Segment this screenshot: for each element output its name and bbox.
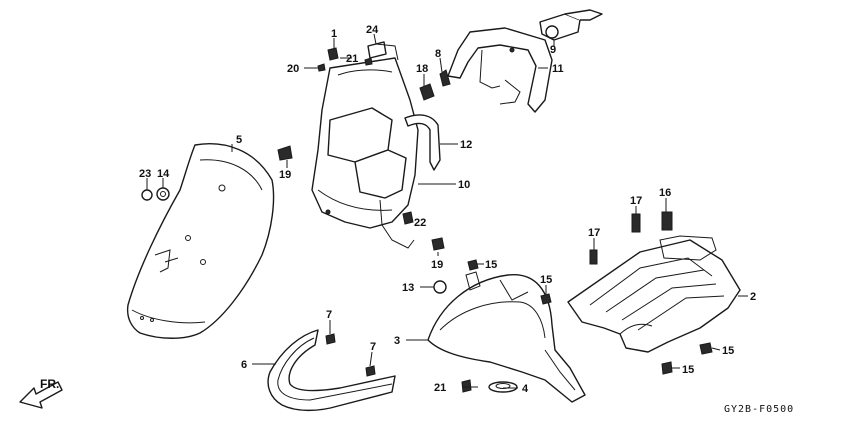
floor-step-panel xyxy=(567,235,741,353)
callout-21-b: 21 xyxy=(434,382,446,394)
lower-cover-strip xyxy=(267,329,396,412)
front-direction-arrow: FR. xyxy=(19,377,63,409)
callout-24: 24 xyxy=(366,24,379,36)
callout-3: 3 xyxy=(394,335,400,347)
front-cover-panel xyxy=(126,143,275,339)
callout-15-d: 15 xyxy=(682,364,694,376)
callout-17-b: 17 xyxy=(588,227,600,239)
callout-23: 23 xyxy=(139,168,151,180)
callout-2: 2 xyxy=(750,291,756,303)
callout-7-upper: 7 xyxy=(326,309,332,321)
callout-18: 18 xyxy=(416,63,428,75)
callout-14: 14 xyxy=(157,168,170,180)
callout-8: 8 xyxy=(435,48,441,60)
callout-19-a: 19 xyxy=(279,169,291,181)
leader-lines xyxy=(146,33,748,389)
brace-bar xyxy=(404,114,441,171)
callout-17-a: 17 xyxy=(630,195,642,207)
callout-15-b: 15 xyxy=(540,274,552,286)
direction-label: FR. xyxy=(40,377,59,391)
callout-19-b: 19 xyxy=(431,259,443,271)
carrier-handle xyxy=(447,27,553,113)
callout-12: 12 xyxy=(460,139,472,151)
callout-labels: 1 2 3 4 5 6 7 7 8 9 10 11 12 13 14 15 15… xyxy=(139,24,756,395)
key-lock-cylinder xyxy=(539,9,603,41)
grommet-ring xyxy=(488,381,518,393)
callout-21-a: 21 xyxy=(346,53,358,65)
callout-15-c: 15 xyxy=(722,345,734,357)
fasteners xyxy=(141,41,713,393)
callout-20: 20 xyxy=(287,63,299,75)
callout-10: 10 xyxy=(458,179,470,191)
callout-7-lower: 7 xyxy=(370,341,376,353)
callout-5: 5 xyxy=(236,134,242,146)
callout-11: 11 xyxy=(552,63,564,75)
callout-15-a: 15 xyxy=(485,259,497,271)
callout-13: 13 xyxy=(402,282,414,294)
callout-22: 22 xyxy=(414,217,426,229)
callout-6: 6 xyxy=(241,359,247,371)
drawing-code: GY2B-F0500 xyxy=(724,404,794,415)
callout-9: 9 xyxy=(550,44,556,56)
callout-16: 16 xyxy=(659,187,671,199)
inner-front-cover xyxy=(311,57,419,249)
callout-1: 1 xyxy=(331,28,337,40)
callout-4: 4 xyxy=(522,383,529,395)
